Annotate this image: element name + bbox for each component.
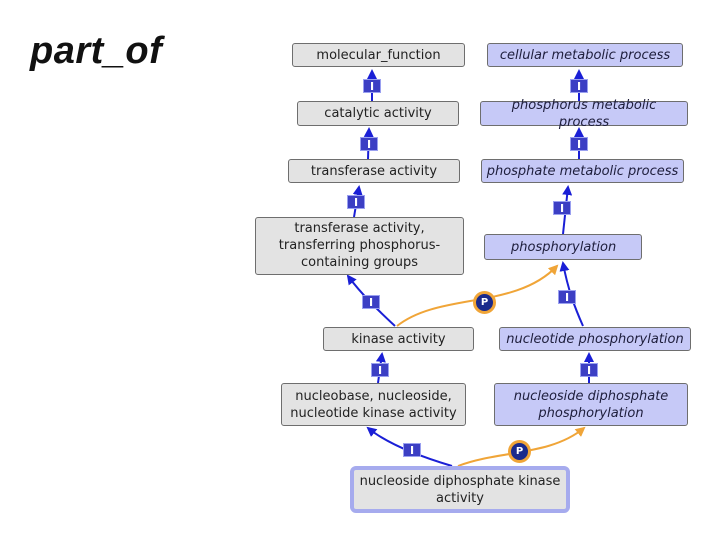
- node-cellular-metabolic-process[interactable]: cellular metabolic process: [487, 43, 683, 67]
- node-kinase-activity[interactable]: kinase activity: [323, 327, 474, 351]
- node-nucleotide-phosphorylation[interactable]: nucleotide phosphorylation: [499, 327, 691, 351]
- is-a-badge: I: [580, 363, 598, 377]
- is-a-badge: I: [363, 79, 381, 93]
- node-phosphorus-metabolic-process[interactable]: phosphorus metabolic process: [480, 98, 688, 130]
- part-of-badge: P: [473, 291, 496, 314]
- is-a-badge: I: [362, 295, 380, 309]
- node-phosphate-metabolic-process[interactable]: phosphate metabolic process: [481, 159, 684, 183]
- node-transferase-activity[interactable]: transferase activity: [288, 159, 460, 183]
- slide-title: part_of: [30, 30, 163, 72]
- node-nucleoside-diphosphate-kinase-activity[interactable]: nucleoside diphosphate kinase activity: [350, 466, 570, 513]
- is-a-badge: I: [570, 137, 588, 151]
- node-transferase-phosphorus-groups[interactable]: transferase activity, transferring phosp…: [255, 217, 464, 275]
- is-a-badge: I: [403, 443, 421, 457]
- is-a-badge: I: [347, 195, 365, 209]
- is-a-badge: I: [558, 290, 576, 304]
- node-nucleobase-kinase-activity[interactable]: nucleobase, nucleoside, nucleotide kinas…: [281, 383, 466, 426]
- part-of-badge: P: [508, 440, 531, 463]
- is-a-badge: I: [371, 363, 389, 377]
- is-a-badge: I: [553, 201, 571, 215]
- node-molecular-function[interactable]: molecular_function: [292, 43, 465, 67]
- is-a-badge: I: [570, 79, 588, 93]
- is-a-badge: I: [360, 137, 378, 151]
- node-catalytic-activity[interactable]: catalytic activity: [297, 101, 459, 126]
- node-phosphorylation[interactable]: phosphorylation: [484, 234, 642, 260]
- node-nucleoside-diphosphate-phosphorylation[interactable]: nucleoside diphosphate phosphorylation: [494, 383, 688, 426]
